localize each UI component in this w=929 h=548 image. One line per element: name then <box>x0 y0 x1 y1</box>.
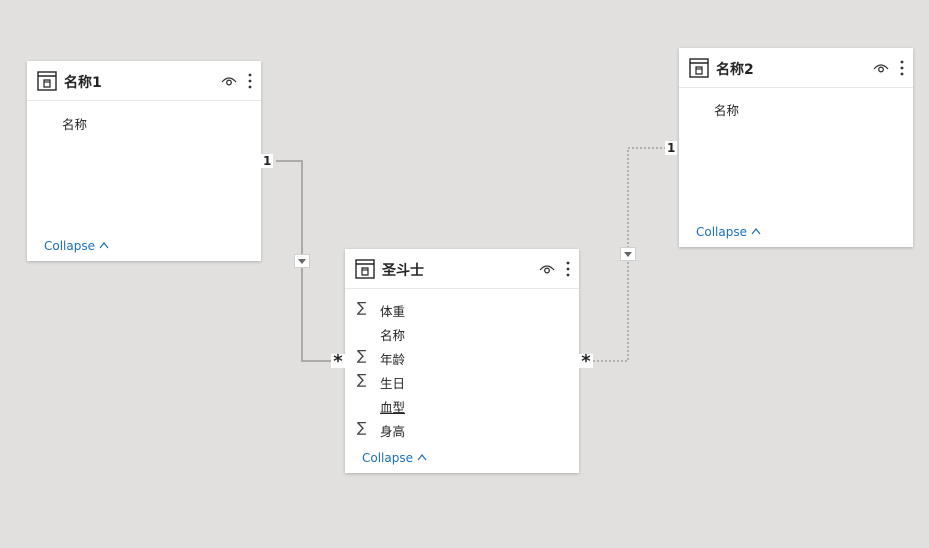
eye-icon[interactable] <box>539 262 555 276</box>
collapse-label: Collapse <box>362 451 413 465</box>
field-list: 名称 <box>679 96 913 120</box>
table-icon <box>355 259 375 279</box>
table-header[interactable]: 名称2 <box>679 48 913 88</box>
field-name: 名称 <box>714 103 740 118</box>
table-title: 圣斗士 <box>382 263 424 279</box>
sigma-icon: ∑ <box>357 372 367 388</box>
field-name: 名称 <box>380 328 406 343</box>
cardinality-many-label: * <box>331 353 345 371</box>
table-card-t3[interactable]: 圣斗士 ∑ 体重 名称 ∑ 年龄 ∑ <box>345 249 579 473</box>
eye-icon[interactable] <box>221 74 237 88</box>
field-row[interactable]: 名称 <box>27 110 261 134</box>
field-name: 年龄 <box>380 352 406 367</box>
collapse-button[interactable]: Collapse <box>696 225 761 239</box>
field-row[interactable]: ∑ 身高 <box>345 417 579 441</box>
collapse-button[interactable]: Collapse <box>362 451 427 465</box>
field-name: 血型 <box>380 400 406 415</box>
field-row[interactable]: 名称 <box>679 96 913 120</box>
filter-arrow-icon[interactable] <box>620 247 636 261</box>
table-header[interactable]: 圣斗士 <box>345 249 579 289</box>
sigma-icon: ∑ <box>357 420 367 436</box>
eye-icon[interactable] <box>873 61 889 75</box>
collapse-label: Collapse <box>696 225 747 239</box>
field-name: 生日 <box>380 376 406 391</box>
field-row[interactable]: ∑ 年龄 <box>345 345 579 369</box>
cardinality-one-label: 1 <box>261 154 274 168</box>
chevron-up-icon <box>99 242 109 249</box>
field-row[interactable]: 名称 <box>345 321 579 345</box>
sigma-icon: ∑ <box>357 348 367 364</box>
field-name: 身高 <box>380 424 406 439</box>
collapse-button[interactable]: Collapse <box>44 239 109 253</box>
table-icon <box>37 71 57 91</box>
table-title: 名称2 <box>716 62 754 78</box>
table-header[interactable]: 名称1 <box>27 61 261 101</box>
chevron-up-icon <box>417 454 427 461</box>
field-row[interactable]: ∑ 体重 <box>345 297 579 321</box>
field-list: ∑ 体重 名称 ∑ 年龄 ∑ 生日 血型 ∑ 身高 <box>345 297 579 441</box>
sigma-icon: ∑ <box>357 300 367 316</box>
more-options-icon[interactable] <box>899 59 905 77</box>
collapse-label: Collapse <box>44 239 95 253</box>
field-list: 名称 <box>27 110 261 134</box>
filter-arrow-icon[interactable] <box>294 254 310 268</box>
more-options-icon[interactable] <box>247 72 253 90</box>
cardinality-many-label: * <box>579 353 593 371</box>
table-icon <box>689 58 709 78</box>
cardinality-one-label: 1 <box>665 141 678 155</box>
table-card-t2[interactable]: 名称2 名称 Collapse <box>679 48 913 247</box>
chevron-up-icon <box>751 228 761 235</box>
table-title: 名称1 <box>64 75 102 91</box>
field-row[interactable]: 血型 <box>345 393 579 417</box>
field-name: 名称 <box>62 117 88 132</box>
field-name: 体重 <box>380 304 406 319</box>
table-card-t1[interactable]: 名称1 名称 Collapse <box>27 61 261 261</box>
field-row[interactable]: ∑ 生日 <box>345 369 579 393</box>
more-options-icon[interactable] <box>565 260 571 278</box>
